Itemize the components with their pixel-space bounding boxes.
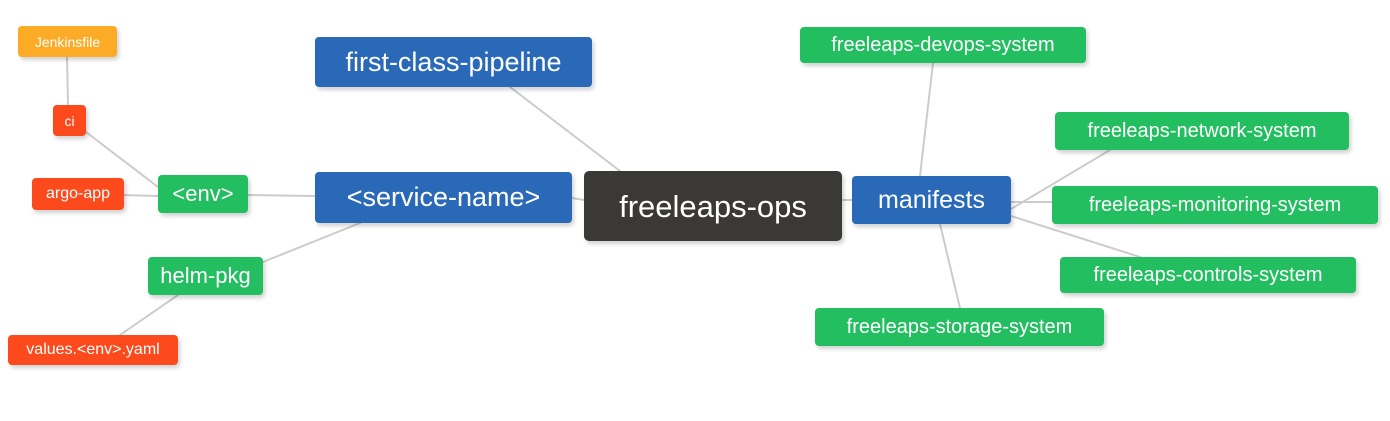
node-label-env: <env> bbox=[172, 181, 234, 206]
node-label-argo-app: argo-app bbox=[45, 185, 111, 202]
node-label-ci: ci bbox=[64, 112, 75, 129]
node-label-service-name: <service-name> bbox=[346, 182, 541, 212]
edge-service-name-to-helm-pkg bbox=[262, 222, 361, 263]
node-label-freeleaps-devops-system: freeleaps-devops-system bbox=[831, 34, 1055, 56]
node-label-first-class-pipeline: first-class-pipeline bbox=[345, 46, 562, 77]
edge-service-name-to-env bbox=[247, 194, 316, 197]
edge-manifests-to-freeleaps-devops-system bbox=[919, 62, 934, 177]
node-manifests[interactable]: manifests bbox=[852, 176, 1011, 224]
node-freeleaps-controls-system[interactable]: freeleaps-controls-system bbox=[1060, 257, 1356, 293]
node-freeleaps-storage-system[interactable]: freeleaps-storage-system bbox=[815, 308, 1104, 346]
node-ci[interactable]: ci bbox=[53, 105, 86, 136]
node-label-values-env-yaml: values.<env>.yaml bbox=[26, 341, 160, 358]
node-freeleaps-ops[interactable]: freeleaps-ops bbox=[584, 171, 842, 241]
node-first-class-pipeline[interactable]: first-class-pipeline bbox=[315, 37, 592, 87]
node-jenkinsfile[interactable]: Jenkinsfile bbox=[18, 26, 117, 57]
node-label-freeleaps-monitoring-system: freeleaps-monitoring-system bbox=[1088, 194, 1342, 216]
edge-helm-pkg-to-values-env-yaml bbox=[119, 294, 179, 336]
edge-manifests-to-freeleaps-storage-system bbox=[939, 223, 961, 309]
node-label-freeleaps-controls-system: freeleaps-controls-system bbox=[1093, 264, 1323, 286]
node-values-env-yaml[interactable]: values.<env>.yaml bbox=[8, 335, 178, 365]
edge-freeleaps-ops-to-service-name bbox=[571, 197, 585, 201]
node-label-freeleaps-storage-system: freeleaps-storage-system bbox=[846, 316, 1073, 338]
node-freeleaps-monitoring-system[interactable]: freeleaps-monitoring-system bbox=[1052, 186, 1378, 224]
node-label-manifests: manifests bbox=[878, 185, 985, 214]
node-label-jenkinsfile: Jenkinsfile bbox=[34, 33, 101, 50]
node-label-helm-pkg: helm-pkg bbox=[160, 263, 251, 288]
node-label-freeleaps-ops: freeleaps-ops bbox=[619, 188, 807, 224]
node-freeleaps-devops-system[interactable]: freeleaps-devops-system bbox=[800, 27, 1086, 63]
node-freeleaps-network-system[interactable]: freeleaps-network-system bbox=[1055, 112, 1349, 150]
node-env[interactable]: <env> bbox=[158, 175, 248, 213]
node-service-name[interactable]: <service-name> bbox=[315, 172, 572, 223]
node-label-freeleaps-network-system: freeleaps-network-system bbox=[1087, 120, 1317, 142]
edge-ci-to-jenkinsfile bbox=[66, 56, 69, 106]
edge-freeleaps-ops-to-first-class-pipeline bbox=[509, 86, 621, 172]
node-argo-app[interactable]: argo-app bbox=[32, 178, 124, 210]
node-helm-pkg[interactable]: helm-pkg bbox=[148, 257, 263, 295]
edge-env-to-argo-app bbox=[123, 194, 159, 197]
